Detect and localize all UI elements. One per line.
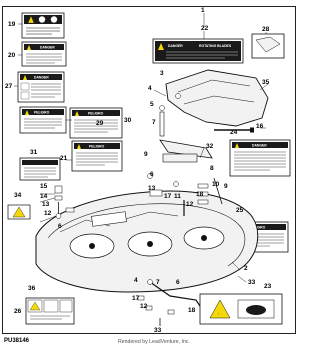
part-32-bracket xyxy=(159,139,213,163)
callout-2: 2 xyxy=(244,265,248,272)
callout-22: 22 xyxy=(201,25,209,32)
decal-22: DANGER ROTATING BLADES xyxy=(152,38,244,64)
callout-32: 32 xyxy=(206,143,214,150)
callout-27: 27 xyxy=(5,83,13,90)
decal-19 xyxy=(21,12,65,39)
callout-labels: 1 22 28 19 20 27 30 21 31 29 35 4 3 5 16… xyxy=(5,7,272,334)
decal-29: PELIGRO xyxy=(19,106,67,134)
callout-13: 13 xyxy=(148,185,156,192)
callout-6c: 6 xyxy=(176,279,180,286)
parts-hardware-stack xyxy=(147,93,223,216)
exploded-parts-diagram: DANGER DANGER PELIGRO PELIGRO xyxy=(5,7,291,334)
callout-8: 8 xyxy=(210,165,214,172)
decal-20-danger-text: DANGER xyxy=(40,46,55,50)
callout-33b: 33 xyxy=(154,327,162,334)
part-36-mower-deck xyxy=(35,190,259,293)
part-28-cover xyxy=(251,33,285,59)
callout-35: 35 xyxy=(262,79,270,86)
decal-34 xyxy=(7,204,31,220)
callout-18b: 18 xyxy=(188,307,196,314)
callout-4b: 4 xyxy=(134,277,138,284)
decal-25-peligro-text: PELIGRO xyxy=(250,226,266,230)
callout-18: 18 xyxy=(196,191,204,198)
decal-29-peligro-text: PELIGRO xyxy=(34,111,50,115)
svg-text:!: ! xyxy=(218,312,219,316)
callout-36: 36 xyxy=(28,285,36,292)
decal-30-peligro-text: PELIGRO xyxy=(88,112,104,116)
part-5-bracket xyxy=(91,211,127,227)
callout-9: 9 xyxy=(144,151,148,158)
decal-21-peligro-text: PELIGRO xyxy=(89,145,105,149)
diagram-frame xyxy=(2,6,296,334)
callout-10: 10 xyxy=(212,181,220,188)
callout-13b: 13 xyxy=(42,201,50,208)
callout-6b: 6 xyxy=(58,223,62,230)
decal-30: PELIGRO xyxy=(69,107,123,139)
callout-29: 29 xyxy=(96,120,104,127)
callout-34: 34 xyxy=(14,192,22,199)
callout-3: 3 xyxy=(160,70,164,77)
part-2-shield xyxy=(165,69,269,127)
callout-12: 12 xyxy=(186,201,194,208)
callout-28: 28 xyxy=(262,26,270,33)
callout-15: 15 xyxy=(40,183,48,190)
callout-25: 25 xyxy=(236,207,244,214)
credit-text: Rendered by LeadVenture, Inc. xyxy=(118,339,190,345)
callout-6: 6 xyxy=(150,171,154,178)
callout-20: 20 xyxy=(8,52,16,59)
decal-23: ! xyxy=(199,293,283,325)
callout-17b: 17 xyxy=(132,295,140,302)
decal-27-danger-text: DANGER xyxy=(34,76,49,80)
callout-7b: 7 xyxy=(156,279,160,286)
callout-16: 16 xyxy=(256,123,264,130)
callout-7: 7 xyxy=(152,119,156,126)
callout-26: 26 xyxy=(14,308,22,315)
callout-12b: 12 xyxy=(44,210,52,217)
decal-21: PELIGRO xyxy=(71,140,123,172)
callout-17: 17 xyxy=(164,193,172,200)
callout-1: 1 xyxy=(201,7,205,14)
callout-33: 33 xyxy=(248,279,256,286)
callout-30: 30 xyxy=(124,117,132,124)
figure-code: PU38146 xyxy=(4,338,30,344)
callout-4: 4 xyxy=(148,85,152,92)
part-16-bolt xyxy=(214,127,254,133)
decal-20: DANGER xyxy=(21,41,67,67)
callout-21: 21 xyxy=(60,155,68,162)
callout-19: 19 xyxy=(8,21,16,28)
decal-31 xyxy=(19,157,61,181)
callout-24: 24 xyxy=(230,129,238,136)
decal-26 xyxy=(25,297,75,325)
callout-11: 11 xyxy=(174,193,181,200)
decal-22-blade-text: ROTATING BLADES xyxy=(199,44,232,48)
callout-14: 14 xyxy=(40,193,48,200)
callout-12c: 12 xyxy=(140,303,148,310)
decal-22-danger-text: DANGER xyxy=(168,44,183,48)
callout-5: 5 xyxy=(150,101,154,108)
decal-27: DANGER xyxy=(17,71,65,103)
decal-24-danger-text: DANGER xyxy=(252,144,267,148)
decal-24: DANGER xyxy=(229,139,291,177)
leader-lines xyxy=(14,13,269,283)
callout-23: 23 xyxy=(264,283,272,290)
callout-31: 31 xyxy=(30,149,38,156)
callout-9b: 9 xyxy=(224,183,228,190)
